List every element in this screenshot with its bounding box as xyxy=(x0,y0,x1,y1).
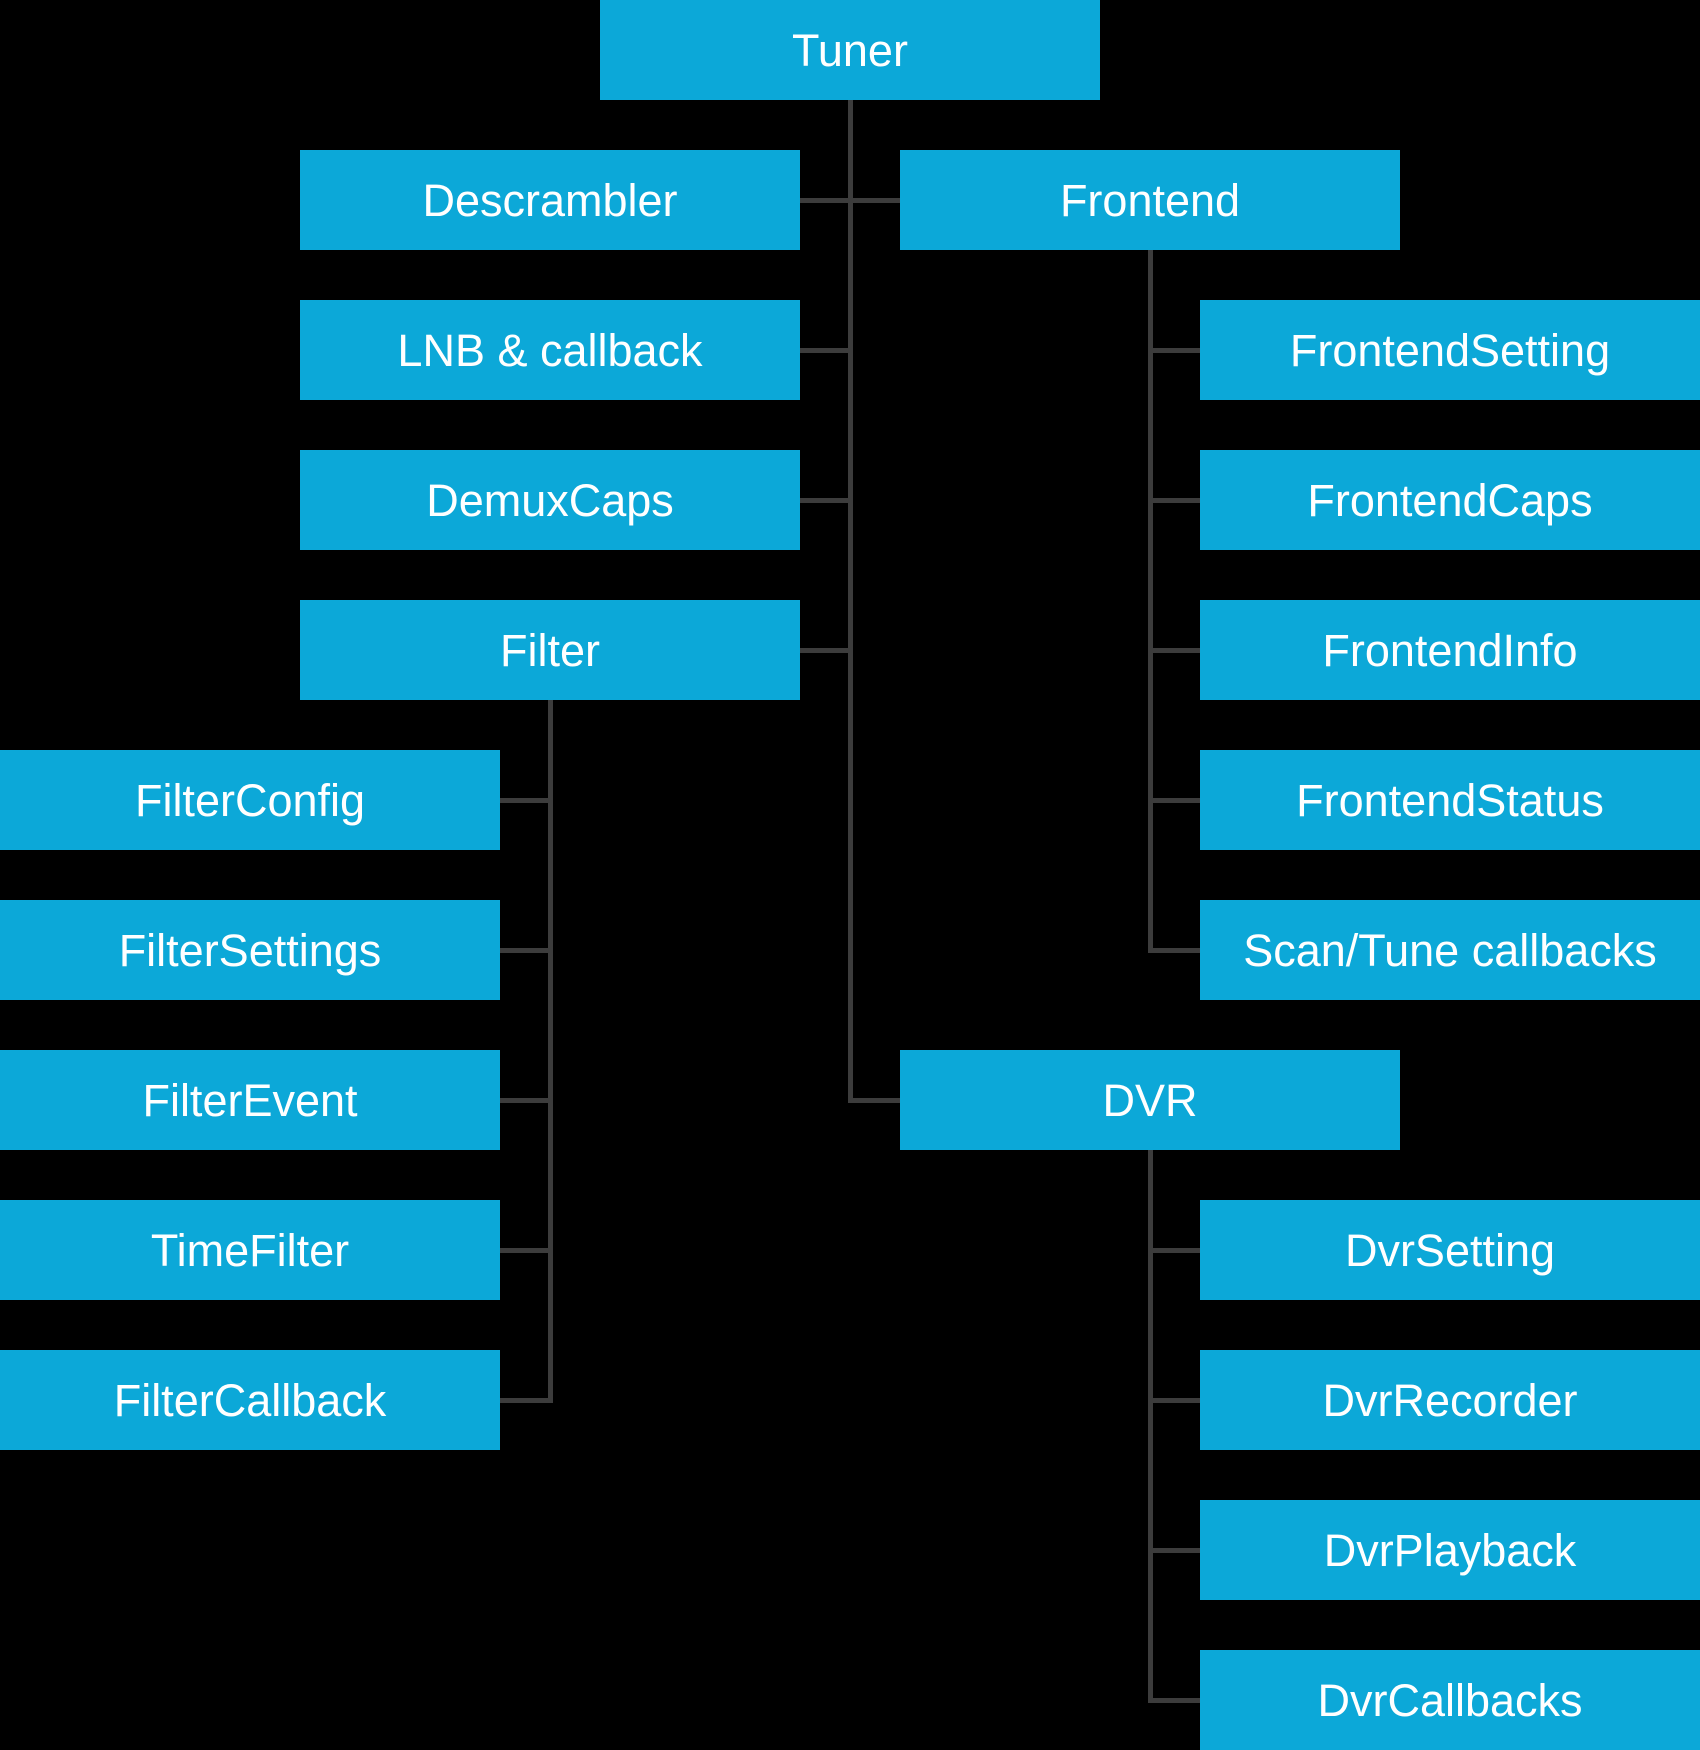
node-frontendinfo: FrontendInfo xyxy=(1200,600,1700,700)
connector-stub-dvrsetting xyxy=(1148,1248,1200,1253)
connector-filter-rail xyxy=(548,700,553,1403)
connector-dvr-rail xyxy=(1148,1150,1153,1703)
node-scantune-callbacks: Scan/Tune callbacks xyxy=(1200,900,1700,1000)
connector-tuner-trunk xyxy=(848,100,853,1103)
connector-stub-filter xyxy=(800,648,853,653)
node-dvrplayback: DvrPlayback xyxy=(1200,1500,1700,1600)
node-frontend: Frontend xyxy=(900,150,1400,250)
node-filterconfig: FilterConfig xyxy=(0,750,500,850)
connector-stub-dvr xyxy=(848,1098,900,1103)
connector-stub-dvrplayback xyxy=(1148,1548,1200,1553)
connector-stub-lnb xyxy=(800,348,853,353)
node-filter: Filter xyxy=(300,600,800,700)
connector-stub-filterconfig xyxy=(500,798,553,803)
node-filtercallback: FilterCallback xyxy=(0,1350,500,1450)
node-dvrsetting: DvrSetting xyxy=(1200,1200,1700,1300)
node-lnb-callback: LNB & callback xyxy=(300,300,800,400)
node-frontendsetting: FrontendSetting xyxy=(1200,300,1700,400)
node-frontendstatus: FrontendStatus xyxy=(1200,750,1700,850)
node-frontendcaps: FrontendCaps xyxy=(1200,450,1700,550)
node-demuxcaps: DemuxCaps xyxy=(300,450,800,550)
connector-stub-frontendinfo xyxy=(1148,648,1200,653)
node-timefilter: TimeFilter xyxy=(0,1200,500,1300)
node-dvr: DVR xyxy=(900,1050,1400,1150)
connector-stub-filtercallback xyxy=(500,1398,553,1403)
node-descrambler: Descrambler xyxy=(300,150,800,250)
connector-stub-frontendsetting xyxy=(1148,348,1200,353)
connector-stub-demuxcaps xyxy=(800,498,853,503)
node-filterevent: FilterEvent xyxy=(0,1050,500,1150)
node-dvrcallbacks: DvrCallbacks xyxy=(1200,1650,1700,1750)
connector-stub-frontendstatus xyxy=(1148,798,1200,803)
connector-stub-filtersettings xyxy=(500,948,553,953)
node-tuner: Tuner xyxy=(600,0,1100,100)
connector-descrambler-frontend xyxy=(800,198,900,203)
connector-stub-frontendcaps xyxy=(1148,498,1200,503)
node-filtersettings: FilterSettings xyxy=(0,900,500,1000)
connector-frontend-rail xyxy=(1148,250,1153,953)
connector-stub-filterevent xyxy=(500,1098,553,1103)
node-dvrrecorder: DvrRecorder xyxy=(1200,1350,1700,1450)
connector-stub-scantune-callbacks xyxy=(1148,948,1200,953)
connector-stub-dvrcallbacks xyxy=(1148,1698,1200,1703)
connector-stub-timefilter xyxy=(500,1248,553,1253)
connector-stub-dvrrecorder xyxy=(1148,1398,1200,1403)
